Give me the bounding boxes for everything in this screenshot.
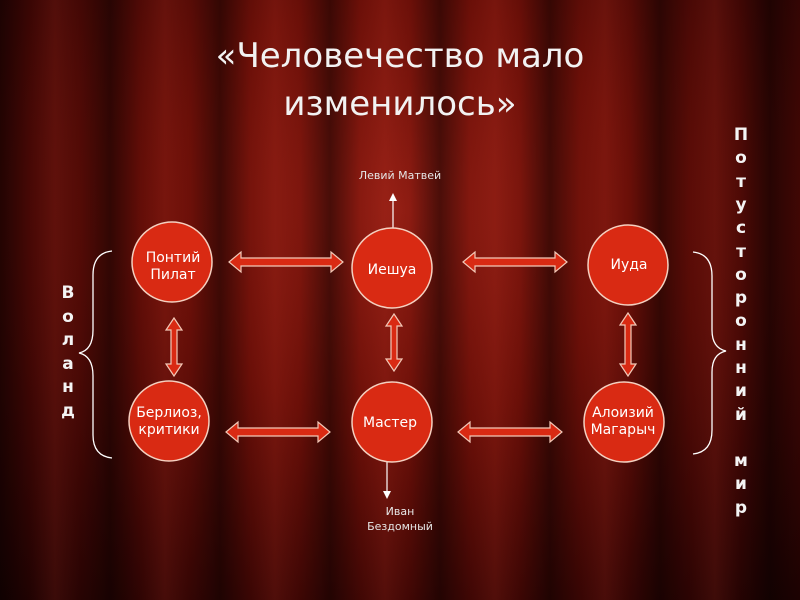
node-label-berlioz: Берлиоз, критики bbox=[119, 405, 219, 439]
otherworld-letter: о bbox=[735, 264, 747, 285]
woland-letter: о bbox=[62, 306, 74, 327]
otherworld-letter: м bbox=[734, 450, 748, 471]
otherworld-letter: т bbox=[736, 241, 746, 262]
arrow-judas-aloisy bbox=[618, 311, 638, 378]
label-levi-matvey: Левий Матвей bbox=[358, 169, 442, 182]
node-label-judas: Иуда bbox=[579, 257, 679, 274]
arrowhead-levi bbox=[389, 193, 397, 201]
otherworld-letter: р bbox=[734, 497, 748, 518]
arrow-yeshua-master bbox=[384, 312, 404, 373]
otherworld-letter: р bbox=[734, 288, 748, 309]
node-label-aloisy: Алоизий Магарыч bbox=[573, 405, 673, 439]
woland-letter: В bbox=[61, 283, 75, 303]
node-circle-pilate bbox=[131, 221, 213, 303]
label-ivan-bezdomny: Иван Бездомный bbox=[340, 504, 460, 534]
otherworld-letter: н bbox=[735, 358, 747, 378]
node-circle-yeshua bbox=[351, 227, 433, 309]
otherworld-letter: о bbox=[735, 148, 747, 169]
arrow-pilate-yeshua bbox=[228, 250, 344, 274]
brace-left bbox=[78, 250, 113, 459]
node-circle-judas bbox=[587, 224, 669, 306]
otherworld-letter: П bbox=[733, 125, 749, 145]
node-label-judas-line-1: Иуда bbox=[610, 257, 648, 273]
node-label-pilate-line-2: Пилат bbox=[150, 267, 196, 283]
brace-right bbox=[692, 251, 727, 455]
slide-title: «Человечество мало изменилось» bbox=[215, 36, 585, 124]
otherworld-letter: т bbox=[736, 171, 746, 192]
node-label-aloisy-line-2: Магарыч bbox=[590, 422, 656, 438]
node-circle-berlioz bbox=[128, 380, 210, 462]
arrow-master-aloisy bbox=[457, 420, 563, 444]
otherworld-letter: о bbox=[735, 311, 747, 332]
otherworld-letter: с bbox=[735, 218, 747, 239]
otherworld-letter: и bbox=[735, 474, 747, 495]
label-ivan-line-1: Иван bbox=[385, 505, 415, 518]
otherworld-letter: й bbox=[735, 404, 747, 425]
node-label-pilate: Понтий Пилат bbox=[123, 250, 223, 284]
otherworld-letter: и bbox=[735, 381, 747, 402]
node-label-pilate-line-1: Понтий bbox=[145, 250, 201, 266]
label-ivan-line-2: Бездомный bbox=[367, 520, 433, 533]
node-label-yeshua: Иешуа bbox=[342, 262, 442, 279]
arrowhead-ivan bbox=[383, 491, 391, 499]
node-label-berlioz-line-2: критики bbox=[138, 422, 200, 438]
otherworld-letter: н bbox=[735, 334, 747, 355]
node-label-yeshua-line-1: Иешуа bbox=[367, 262, 417, 278]
node-circle-aloisy bbox=[583, 381, 665, 463]
node-label-aloisy-line-1: Алоизий bbox=[592, 405, 654, 421]
woland-letter: д bbox=[61, 400, 75, 421]
arrow-pilate-berlioz bbox=[164, 316, 184, 378]
arrow-yeshua-judas bbox=[462, 250, 568, 274]
woland-letter: л bbox=[61, 330, 75, 350]
node-label-master-line-1: Мастер bbox=[362, 415, 417, 431]
node-label-master: Мастер bbox=[340, 415, 440, 432]
node-circle-master bbox=[351, 381, 433, 463]
otherworld-letter: у bbox=[735, 194, 747, 215]
arrow-berlioz-master bbox=[225, 420, 331, 444]
woland-letter: н bbox=[62, 377, 74, 397]
node-label-berlioz-line-1: Берлиоз, bbox=[136, 405, 202, 421]
woland-letter: а bbox=[62, 353, 74, 374]
